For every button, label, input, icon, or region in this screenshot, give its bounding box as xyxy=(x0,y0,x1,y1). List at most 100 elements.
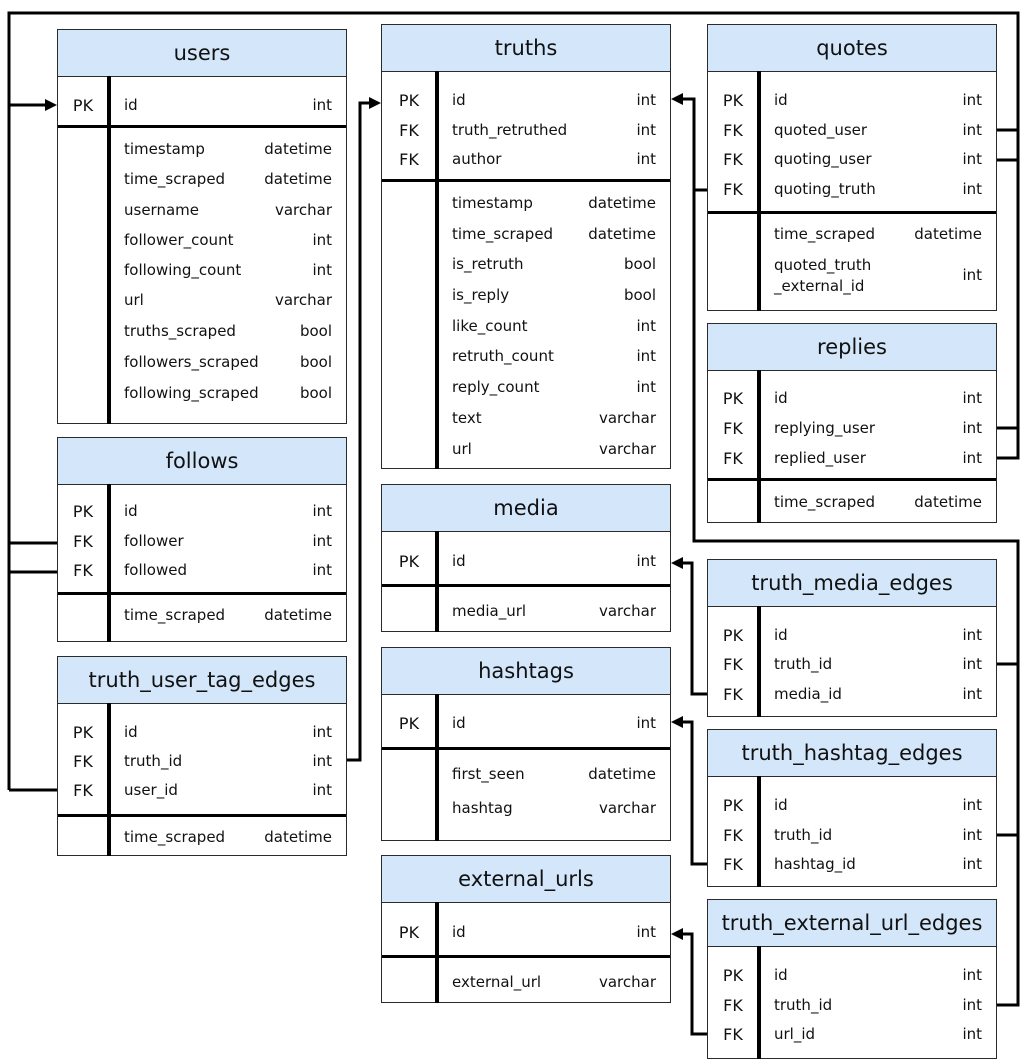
column-type: bool xyxy=(623,286,656,304)
users-id-arrowhead xyxy=(45,99,57,111)
key-column-divider xyxy=(435,71,439,469)
column-name: id xyxy=(452,923,466,941)
column-type: int xyxy=(962,180,982,198)
column-type: int xyxy=(636,150,656,168)
key-section-divider xyxy=(382,955,670,958)
column-name: truth_retruthed xyxy=(452,121,568,139)
column-name: quoting_user xyxy=(774,150,872,168)
truths-id-arrowhead-right xyxy=(671,93,683,105)
column-name: truths_scraped xyxy=(124,322,236,340)
column-type: int xyxy=(636,378,656,396)
foreign-key-marker: FK xyxy=(723,1025,743,1044)
column-type: int xyxy=(312,781,332,799)
column-name: time_scraped xyxy=(774,493,876,511)
column-type: int xyxy=(962,626,982,644)
key-column-divider xyxy=(757,776,761,887)
primary-key-marker: PK xyxy=(722,966,744,985)
column-type: int xyxy=(312,261,332,279)
column-type: varchar xyxy=(598,799,656,817)
column-name: replied_user xyxy=(774,449,866,467)
column-type: varchar xyxy=(274,291,332,309)
table-title: truth_external_url_edges xyxy=(708,900,996,947)
column-name: follower xyxy=(124,532,184,550)
key-column-divider xyxy=(435,531,439,632)
key-section-divider xyxy=(708,478,996,481)
column-type: varchar xyxy=(598,409,656,427)
column-name: hashtag_id xyxy=(774,855,856,873)
column-type: int xyxy=(636,714,656,732)
column-type: datetime xyxy=(914,225,982,243)
column-name: text xyxy=(452,409,482,427)
column-type: int xyxy=(312,502,332,520)
column-type: int xyxy=(636,91,656,109)
column-type: int xyxy=(312,723,332,741)
key-column-divider xyxy=(757,946,761,1059)
column-name: time_scraped xyxy=(452,225,554,243)
column-name: timestamp xyxy=(452,194,533,212)
foreign-key-marker: FK xyxy=(73,781,93,800)
key-section-divider xyxy=(58,125,346,128)
foreign-key-marker: FK xyxy=(723,855,743,874)
column-type: int xyxy=(312,752,332,770)
column-type: int xyxy=(962,419,982,437)
column-type: int xyxy=(962,796,982,814)
hashtag-id-arrowhead xyxy=(671,716,683,728)
foreign-key-marker: FK xyxy=(399,121,419,140)
media-id-arrowhead xyxy=(671,557,683,569)
column-type: bool xyxy=(299,384,332,402)
foreign-key-marker: FK xyxy=(73,561,93,580)
foreign-key-marker: FK xyxy=(723,449,743,468)
foreign-key-marker: FK xyxy=(723,996,743,1015)
foreign-key-marker: FK xyxy=(723,826,743,845)
column-type: int xyxy=(962,449,982,467)
column-type: int xyxy=(312,96,332,114)
table-title: hashtags xyxy=(382,648,670,695)
user-tag-truth-link xyxy=(347,101,370,762)
primary-key-marker: PK xyxy=(72,723,94,742)
key-column-divider xyxy=(435,694,439,841)
key-section-divider xyxy=(382,179,670,182)
column-type: int xyxy=(636,347,656,365)
column-name: truth_id xyxy=(774,655,833,673)
column-type: int xyxy=(962,91,982,109)
column-type: datetime xyxy=(588,194,656,212)
column-type: int xyxy=(962,1025,982,1043)
url-id-link xyxy=(683,932,707,1036)
foreign-key-marker: FK xyxy=(723,121,743,140)
column-name: quoted_truth_external_id xyxy=(774,256,872,295)
column-name: is_retruth xyxy=(452,255,524,273)
column-name: like_count xyxy=(452,317,528,335)
column-type: int xyxy=(962,266,982,284)
column-type: datetime xyxy=(264,828,332,846)
column-name: replying_user xyxy=(774,419,876,437)
table-title: external_urls xyxy=(382,856,670,903)
column-type: bool xyxy=(623,255,656,273)
column-name: hashtag xyxy=(452,799,513,817)
foreign-key-marker: FK xyxy=(399,150,419,169)
column-name: time_scraped xyxy=(124,170,226,188)
primary-key-marker: PK xyxy=(72,96,94,115)
key-column-divider xyxy=(757,71,761,311)
column-type: int xyxy=(962,855,982,873)
column-type: int xyxy=(312,532,332,550)
column-name: id xyxy=(452,552,466,570)
foreign-key-marker: FK xyxy=(723,685,743,704)
column-name: id xyxy=(124,96,138,114)
primary-key-marker: PK xyxy=(722,626,744,645)
column-name: id xyxy=(774,966,788,984)
primary-key-marker: PK xyxy=(72,502,94,521)
column-name: user_id xyxy=(124,781,178,799)
primary-key-marker: PK xyxy=(722,389,744,408)
column-name: id xyxy=(452,714,466,732)
column-name: quoted_user xyxy=(774,121,868,139)
column-type: int xyxy=(962,996,982,1014)
column-name: id xyxy=(452,91,466,109)
